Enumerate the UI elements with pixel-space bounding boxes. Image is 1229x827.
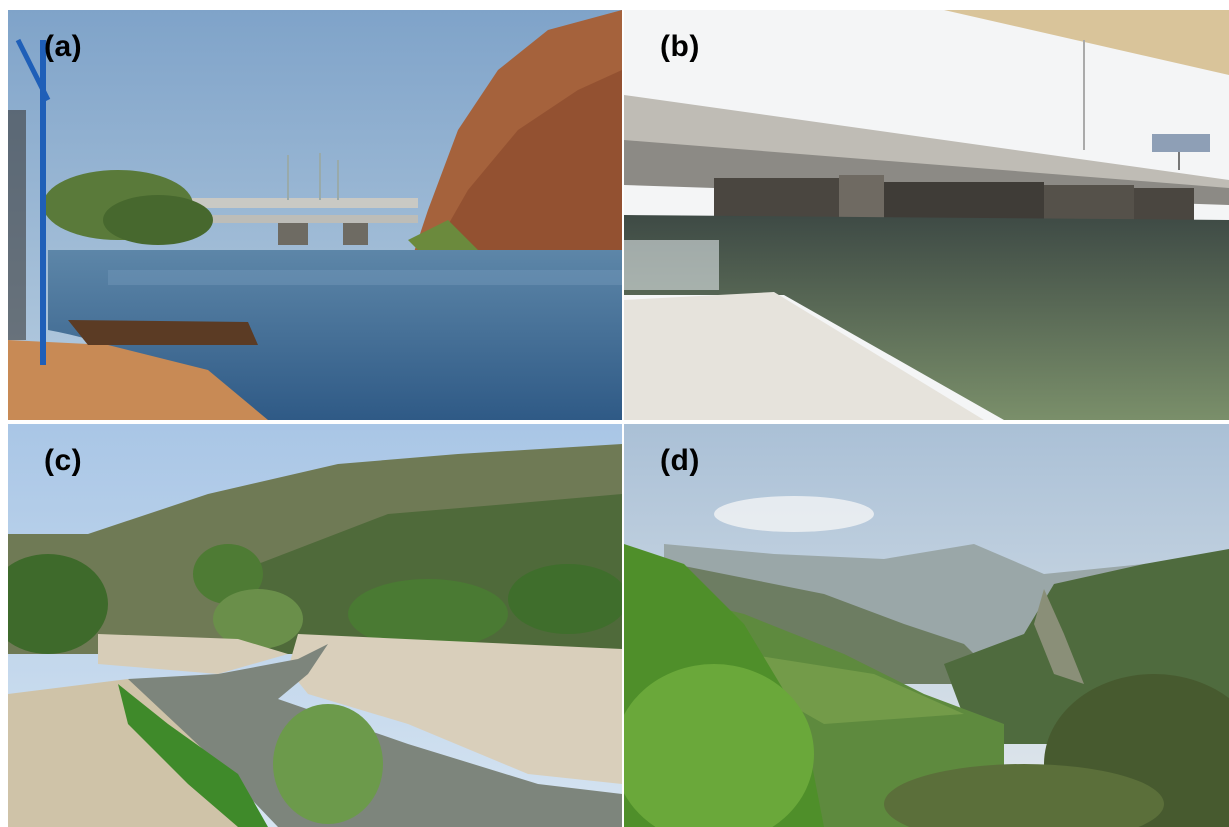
panel-a-label: (a) bbox=[44, 30, 83, 63]
river-bridge-photo bbox=[8, 10, 622, 420]
panel-d-label: (d) bbox=[660, 444, 700, 477]
panel-c-label: (c) bbox=[44, 444, 83, 477]
photo-panel-b: (b) bbox=[624, 10, 1229, 420]
riverbed-mountain-photo bbox=[8, 424, 622, 827]
panel-b-label: (b) bbox=[660, 30, 700, 63]
photo-panel-a: (a) bbox=[8, 10, 622, 420]
under-bridge-photo bbox=[624, 10, 1229, 420]
photo-panel-c: (c) bbox=[8, 424, 622, 827]
valley-landscape-photo bbox=[624, 424, 1229, 827]
photo-panel-d: (d) bbox=[624, 424, 1229, 827]
